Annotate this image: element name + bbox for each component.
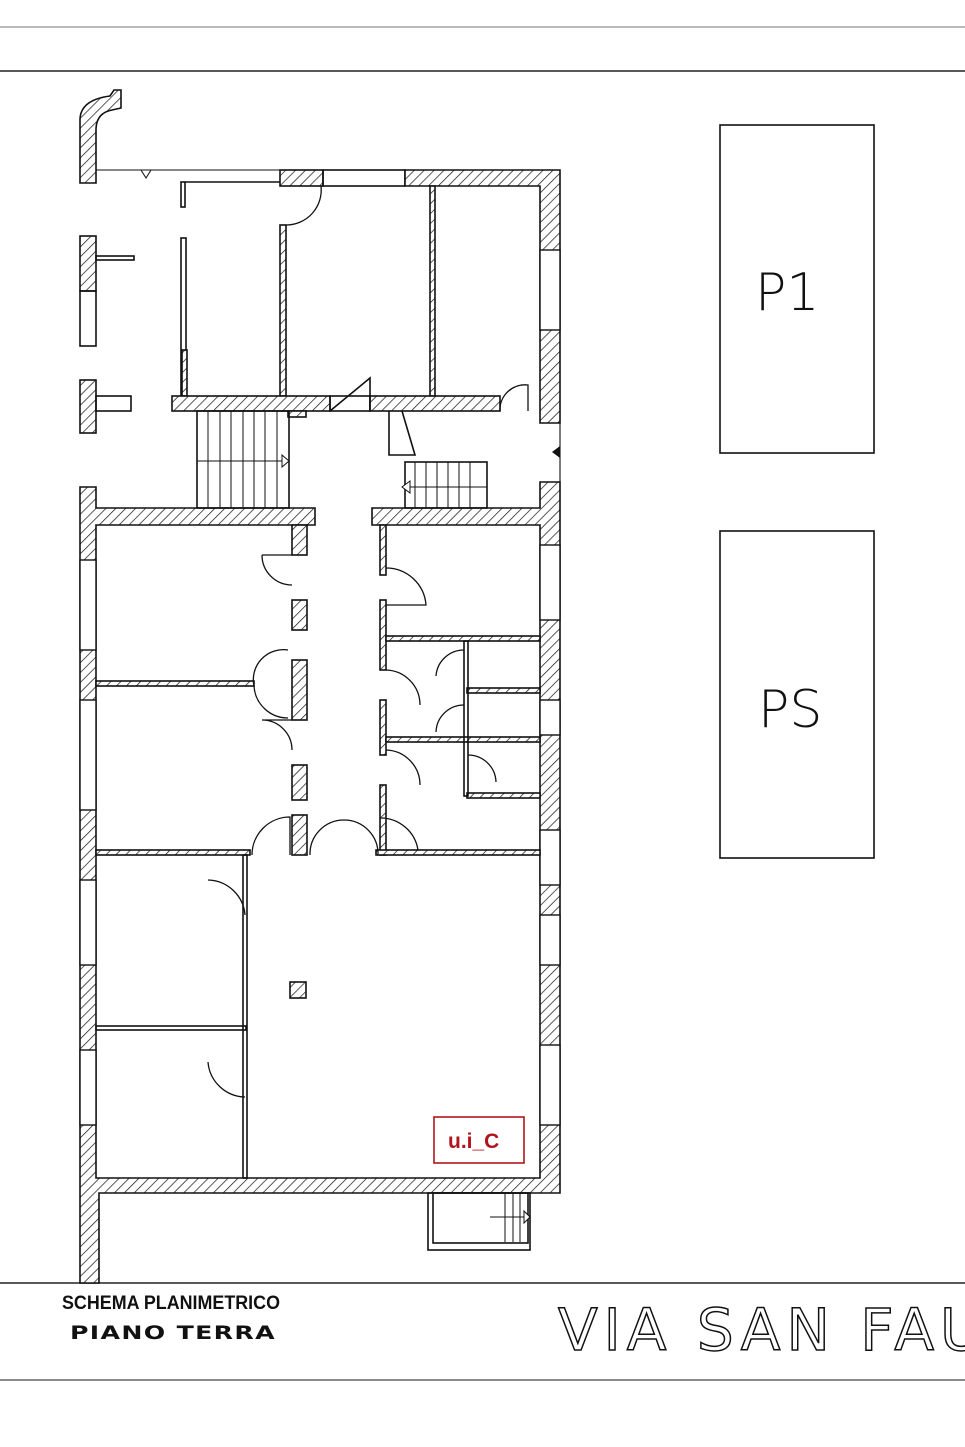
drawing-subtitle: PIANO TERRA xyxy=(70,1322,276,1344)
parking-space-p1: P1 xyxy=(719,124,875,454)
parking-label-p1: P1 xyxy=(755,263,819,323)
pillar xyxy=(289,981,307,999)
unit-label-box: u.i_C xyxy=(433,1116,525,1164)
doors xyxy=(207,185,529,1098)
exterior-walls xyxy=(79,89,561,1284)
interior-walls xyxy=(95,181,541,1179)
stairs xyxy=(140,169,560,1251)
street-name: VIA SAN FAU xyxy=(558,1296,965,1364)
unit-label: u.i_C xyxy=(448,1130,499,1153)
parking-label-ps: PS xyxy=(758,680,822,740)
drawing-title: SCHEMA PLANIMETRICO xyxy=(62,1293,280,1314)
parking-space-ps: PS xyxy=(719,530,875,859)
